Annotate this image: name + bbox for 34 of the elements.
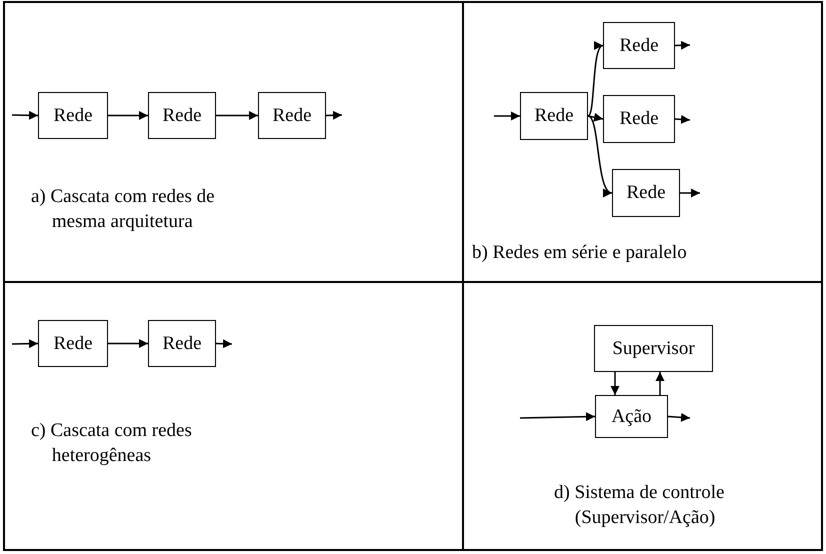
process-box: Rede xyxy=(258,92,326,139)
process-box: Rede xyxy=(148,92,216,139)
arrow xyxy=(520,412,596,422)
arrow xyxy=(326,110,342,120)
arrow xyxy=(216,111,258,120)
arrow xyxy=(668,412,690,422)
arrow xyxy=(108,111,148,120)
arrow xyxy=(494,112,520,120)
arrow xyxy=(12,110,38,120)
panel xyxy=(3,281,464,551)
panel-label: a) Cascata com redes de mesma arquitetura xyxy=(31,185,216,234)
arrow xyxy=(108,339,148,348)
process-box: Rede xyxy=(38,320,108,367)
process-box: Rede xyxy=(38,92,108,139)
process-box: Rede xyxy=(520,92,588,140)
arrow xyxy=(674,114,690,124)
panel-label: d) Sistema de controle (Supervisor/Ação) xyxy=(554,481,726,530)
process-box: Rede xyxy=(603,95,675,143)
process-box: Rede xyxy=(603,22,675,69)
panel xyxy=(462,1,823,283)
arrow xyxy=(674,40,690,50)
arrow xyxy=(656,372,664,395)
arrow xyxy=(216,339,232,348)
panel-label: b) Redes em série e paralelo xyxy=(472,241,688,265)
process-box: Supervisor xyxy=(594,325,713,372)
panel xyxy=(462,281,823,551)
panel xyxy=(3,1,464,283)
arrow xyxy=(610,372,620,395)
arrow xyxy=(12,339,38,348)
process-box: Ação xyxy=(595,395,668,438)
process-box: Rede xyxy=(148,320,216,367)
process-box: Rede xyxy=(612,169,680,217)
panel-label: c) Cascata com redes heterogêneas xyxy=(31,419,193,468)
arrow xyxy=(680,188,700,198)
